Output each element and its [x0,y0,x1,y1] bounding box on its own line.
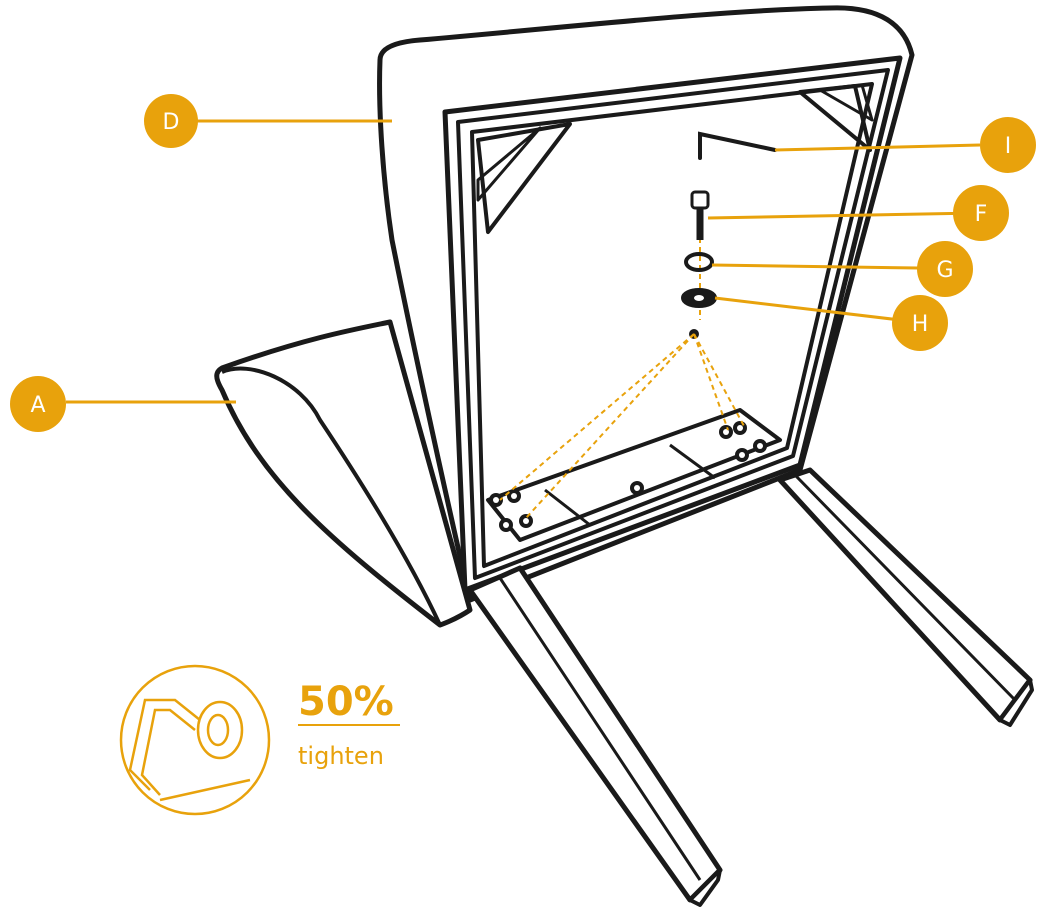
callout-g: G [917,241,973,297]
callout-i: I [980,117,1036,173]
svg-text:F: F [975,202,988,227]
allen-key-tighten-icon [121,666,269,814]
callout-f: F [953,185,1009,241]
svg-text:A: A [30,393,45,418]
svg-text:H: H [912,312,929,337]
svg-text:G: G [936,258,953,283]
tighten-label: tighten [298,742,384,770]
svg-text:D: D [163,110,180,135]
tighten-percent: 50% [298,679,394,725]
svg-text:I: I [1005,134,1012,159]
callout-h: H [892,295,948,351]
flat-washer-part-h [683,290,715,306]
callout-d: D [144,94,198,148]
callout-a: A [10,376,66,432]
